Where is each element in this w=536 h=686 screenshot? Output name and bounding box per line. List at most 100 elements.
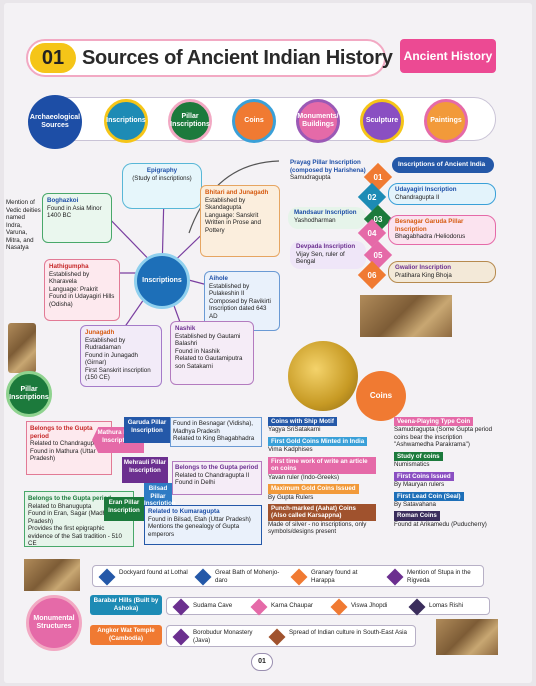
point: First Sanskrit inscription (150 CE): [85, 366, 151, 382]
source-monuments: Monuments/ Buildings: [296, 99, 340, 143]
ins-sub: Vijay Sen, ruler of Bengal: [296, 250, 345, 266]
point: Related to Kumaragupta: [148, 508, 220, 515]
ins-title: Devpada Inscription: [296, 243, 356, 250]
source-sculpture: Sculpture: [360, 99, 404, 143]
ins-title: Besnagar Garuda Pillar Inscription: [395, 218, 464, 233]
coin-fact: Veena-Playing Type Coin Samudragupta (So…: [394, 417, 500, 449]
point: Provides the first epigraphic evidence o…: [28, 525, 122, 548]
nashik-title: Nashik: [175, 325, 196, 332]
inscriptions-header: Inscriptions of Ancient India: [392, 157, 494, 173]
point: Composed by Ravikirti: [209, 297, 271, 305]
source-paintings: Paintings: [424, 99, 468, 143]
mehrauli-pillar-label: Mehrauli Pillar Inscription: [122, 457, 168, 483]
monument-item: Lomas Rishi: [429, 602, 464, 609]
coin-fact: Coins with Ship Motif Yagya SriSatakarni: [268, 417, 376, 434]
nashik-box: Nashik Established by Gautami Balashri F…: [170, 321, 254, 385]
right-ins-5: Devpada Inscription Vijay Sen, ruler of …: [290, 241, 366, 269]
monuments-row-2: Sudama Cave Karna Chaupar Viswa Jhopdi L…: [166, 597, 490, 616]
source-label: Paintings: [430, 116, 462, 124]
point: Found in Bilsad, Etah (Uttar Pradesh): [148, 515, 251, 523]
aihole-title: Aihole: [209, 275, 228, 282]
chapter-number: 01: [30, 43, 76, 73]
source-label: Pillar Inscriptions: [170, 112, 210, 128]
monument-item: Dockyard found at Lothal: [119, 569, 188, 576]
eran-pillar-label: Eran Pillar Inscription: [104, 497, 144, 521]
coin-fact-head: Veena-Playing Type Coin: [394, 417, 474, 427]
inscription-stone-photo: [360, 295, 452, 337]
monuments-row-3: Borobudur Monastery (Java) Spread of Ind…: [166, 625, 416, 647]
point: Related to King Bhagabhadra: [173, 435, 255, 443]
monument-item: Spread of Indian culture in South-East A…: [289, 629, 407, 636]
point: Found in Asia Minor: [47, 204, 102, 212]
monument-item: Sudama Cave: [193, 602, 233, 609]
bullet-diamond: [386, 568, 404, 586]
coin-fact: Study of coins Numismatics: [394, 451, 500, 469]
coin-fact: Punch-marked (Aahat) Coins (Also called …: [268, 503, 376, 536]
point: Found in Junagadh (Girnar): [85, 351, 138, 367]
point: Found in Delhi: [175, 479, 215, 487]
monumental-structures-node: Monumental Structures: [26, 595, 82, 651]
page: 01 Sources of Ancient Indian History Anc…: [4, 3, 532, 683]
hathigumpha-box: Hathigumpha Established by Kharavela Lan…: [44, 259, 120, 321]
coin-fact-head: First time work of write an article on c…: [268, 456, 376, 474]
coin-fact: Maximum Gold Coins Issued By Gupta Ruler…: [268, 484, 376, 501]
bullet-diamond: [98, 568, 116, 586]
ins-sub: Pratihara King Bhoja: [395, 271, 452, 279]
pillar-node-label: Pillar Inscriptions: [9, 385, 49, 401]
point: Language: Sanskrit: [205, 211, 259, 219]
boghazkoi-box: Boghazkoi Found in Asia Minor 1400 BC: [42, 193, 112, 243]
center-label: Inscriptions: [142, 276, 182, 284]
coin-fact-head: First Gold Coins Minted in India: [268, 436, 368, 447]
bullet-diamond: [408, 598, 426, 616]
side-note-text: Mention of Vedic deities named Indra, Va…: [6, 199, 41, 252]
source-coins: Coins: [232, 99, 276, 143]
stupa-photo: [24, 559, 80, 591]
ins-sub: Yashodharman: [294, 216, 336, 224]
point: Found in Udayagiri Hills (Odisha): [49, 293, 115, 308]
point: Established by Skandagupta: [205, 196, 246, 212]
coin-fact-body: Vima Kadphises: [268, 446, 313, 454]
coin-fact-head: Punch-marked (Aahat) Coins (Also called …: [268, 503, 376, 521]
right-ins-6: Gwalior Inscription Pratihara King Bhoja: [388, 261, 496, 283]
bullet-diamond: [194, 568, 212, 586]
coin-fact-body: Samudragupta (Some Gupta period coins be…: [394, 426, 493, 449]
coin-fact-body: Numismatics: [394, 461, 430, 469]
coin-fact-head: Roman Coins: [394, 511, 440, 521]
coin-fact-head: Coins with Ship Motif: [268, 417, 337, 427]
bullet-diamond: [330, 598, 348, 616]
bullet-diamond: [290, 568, 308, 586]
point: Established by Rudradaman: [85, 336, 126, 352]
gold-coin-photo: [288, 341, 358, 411]
bullet-diamond: [250, 598, 268, 616]
subject-tag: Ancient History: [400, 39, 496, 73]
boghazkoi-title: Boghazkoi: [47, 197, 79, 204]
point: Belongs to the Gupta period: [30, 425, 93, 440]
ins-sub: Chandragupta II: [395, 193, 440, 201]
coin-fact-body: By Mauryan rulers: [394, 481, 445, 489]
monument-item: Granary found at Harappa: [311, 569, 358, 584]
bilsad-points: Related to Kumaragupta Found in Bilsad, …: [144, 505, 262, 545]
source-pillar: Pillar Inscriptions: [168, 99, 212, 143]
coin-fact-head: First Coins Issued: [394, 471, 454, 482]
junagadh-title: Junagadh: [85, 329, 115, 336]
garuda-points: Found in Besnagar (Vidisha), Madhya Prad…: [170, 417, 262, 447]
ins-title: Gwalior Inscription: [395, 264, 452, 271]
coin-fact-body: Yagya SriSatakarni: [268, 426, 321, 434]
point: Related to Chandragupta II: [175, 471, 250, 479]
point: Found in Eran, Sagar (Madhya Pradesh): [28, 510, 113, 525]
source-label: Sculpture: [365, 116, 399, 124]
coin-fact-body: By Satavahana: [394, 500, 436, 508]
ins-title: Mandsaur Inscription: [294, 209, 357, 216]
point: Belongs to the Gupta period: [175, 464, 259, 471]
point: Belongs to the Gupta period: [28, 495, 112, 502]
right-ins-2: Udayagiri Inscription Chandragupta II: [388, 183, 496, 205]
point: Found in Besnagar (Vidisha), Madhya Prad…: [173, 420, 254, 435]
ins-sub: Samudragupta: [290, 174, 331, 182]
mehrauli-points: Belongs to the Gupta period Related to C…: [172, 461, 262, 495]
inscriptions-center-node: Inscriptions: [134, 253, 190, 309]
pillar-photo: [8, 323, 36, 373]
right-ins-4: Besnagar Garuda Pillar Inscription Bhaga…: [388, 215, 496, 245]
point: Related to Bhanugupta: [28, 502, 92, 510]
point: Established by Gautami Balashri: [175, 332, 241, 348]
ins-title: Prayag Pillar Inscription (composed by H…: [290, 159, 366, 174]
